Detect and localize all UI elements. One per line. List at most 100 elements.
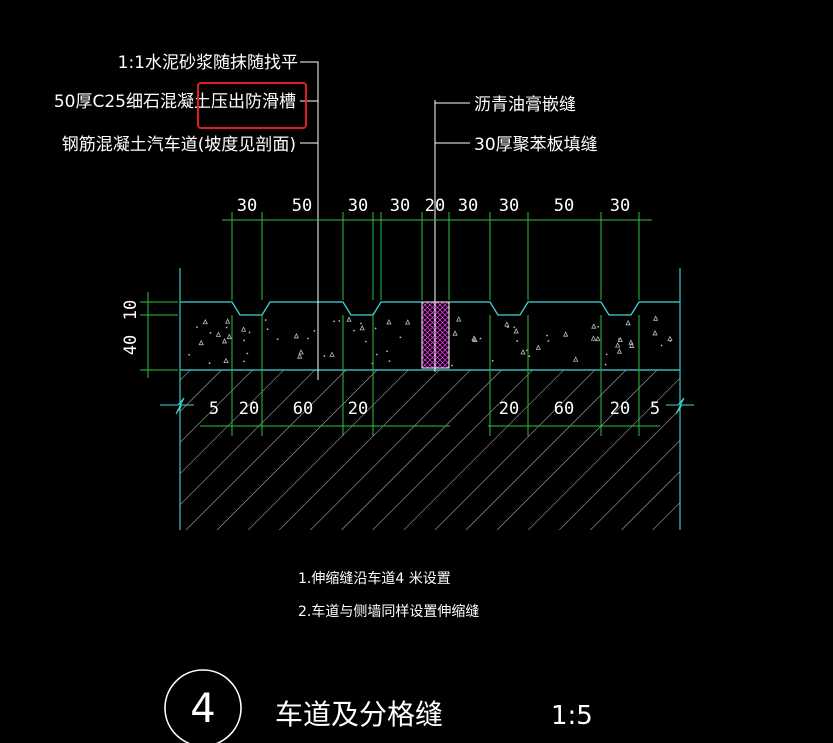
aggregate-mark [338,320,341,322]
aggregate-mark [386,319,392,325]
top-dimension-chain [222,212,652,300]
aggregate-mark [223,357,229,364]
aggregate-mark [374,327,377,330]
aggregate-mark [472,336,478,342]
aggregate-mark [313,329,316,332]
aggregate-mark [329,351,335,357]
aggregate-mark [479,337,482,340]
top-dim-4: 30 [390,196,410,216]
bottom-dim-8: 5 [650,399,660,419]
aggregate-mark [595,335,601,342]
aggregate-mark [513,326,516,329]
aggregate-mark [208,362,211,365]
label-filler: 30厚聚苯板填缝 [474,135,598,155]
left-break-line [160,397,194,415]
bottom-dim-3: 60 [293,399,313,419]
note-2: 2.车道与侧墙同样设置伸缩缝 [298,603,479,620]
aggregate-mark [525,349,528,352]
aggregate-mark [528,355,531,358]
aggregate-mark [614,342,621,348]
aggregate-mark [243,360,245,363]
left-dim-40: 40 [121,335,141,355]
slab-top-outline [180,301,680,316]
aggregate-mark [209,331,212,334]
bottom-dim-2: 20 [239,399,259,419]
detail-number-circle [164,669,242,743]
aggregate-mark [296,353,303,359]
right-break-line [666,397,694,415]
subgrade-hatch [180,370,680,530]
left-dim-10: 10 [121,300,141,320]
aggregate-mark [248,331,251,334]
top-dimension-texts: 30 50 30 30 20 30 30 50 30 [237,196,630,216]
aggregate-mark [590,335,597,341]
aggregate-mark [264,319,267,321]
aggregate-mark [669,340,672,342]
aggregate-mark [456,316,462,322]
aggregate-mark [224,318,231,324]
aggregate-mark [491,359,494,362]
aggregate-mark [535,344,541,350]
highlight-box [197,82,307,129]
aggregate-mark [388,360,391,363]
aggregate-mark [198,339,204,346]
bottom-dim-1: 5 [209,399,219,419]
aggregate-mark [451,364,453,367]
detail-number: 4 [190,686,215,732]
aggregate-mark [591,323,597,329]
left-dimension-chain [140,292,178,378]
aggregate-mark [226,333,232,339]
aggregate-mark [221,338,228,344]
top-dim-8: 50 [554,196,574,216]
aggregate-mark [353,329,355,332]
aggregate-mark [513,328,519,334]
aggregate-mark [399,336,402,339]
label-surface: 1:1水泥砂浆随抹随找平 [118,53,298,73]
aggregate-mark [667,335,673,341]
aggregate-mark [266,328,269,331]
aggregate-mark [360,322,363,325]
aggregate-mark [452,330,458,336]
detail-scale: 1:5 [551,701,593,731]
aggregate-mark [605,353,608,356]
aggregate-mark [306,337,309,340]
aggregate-mark [323,355,326,357]
aggregate-mark [597,325,600,328]
label-base: 钢筋混凝土汽车道(坡度见剖面) [62,135,296,155]
aggregate-mark [660,344,663,347]
aggregate-mark [563,331,569,337]
concrete-aggregate [188,315,673,367]
bottom-dimension-texts: 5 20 60 20 20 60 20 5 [209,399,660,419]
top-dim-1: 30 [237,196,257,216]
aggregate-mark [298,349,304,355]
top-dim-9: 30 [610,196,630,216]
aggregate-mark [547,340,550,342]
bottom-dim-5: 20 [499,399,519,419]
leader-lines [300,61,470,380]
label-seal: 沥青油膏嵌缝 [474,94,576,115]
top-dim-3: 30 [348,196,368,216]
aggregate-mark [359,325,365,331]
aggregate-mark [243,339,246,342]
aggregate-mark [516,340,519,342]
top-dim-5: 20 [425,196,445,216]
aggregate-mark [573,356,579,362]
aggregate-mark [604,363,607,366]
bottom-dimension-chain [200,315,660,436]
aggregate-mark [188,353,191,356]
aggregate-mark [520,349,526,355]
aggregate-mark [625,319,631,326]
aggregate-mark [386,350,388,353]
aggregate-mark [225,326,228,329]
aggregate-mark [405,319,411,325]
bottom-dim-6: 60 [554,399,574,419]
aggregate-mark [504,321,510,327]
aggregate-mark [628,339,634,345]
aggregate-mark [375,353,378,356]
aggregate-mark [616,348,623,354]
aggregate-mark [506,326,509,328]
aggregate-mark [346,316,352,322]
aggregate-mark [240,326,247,332]
aggregate-mark [364,340,367,343]
